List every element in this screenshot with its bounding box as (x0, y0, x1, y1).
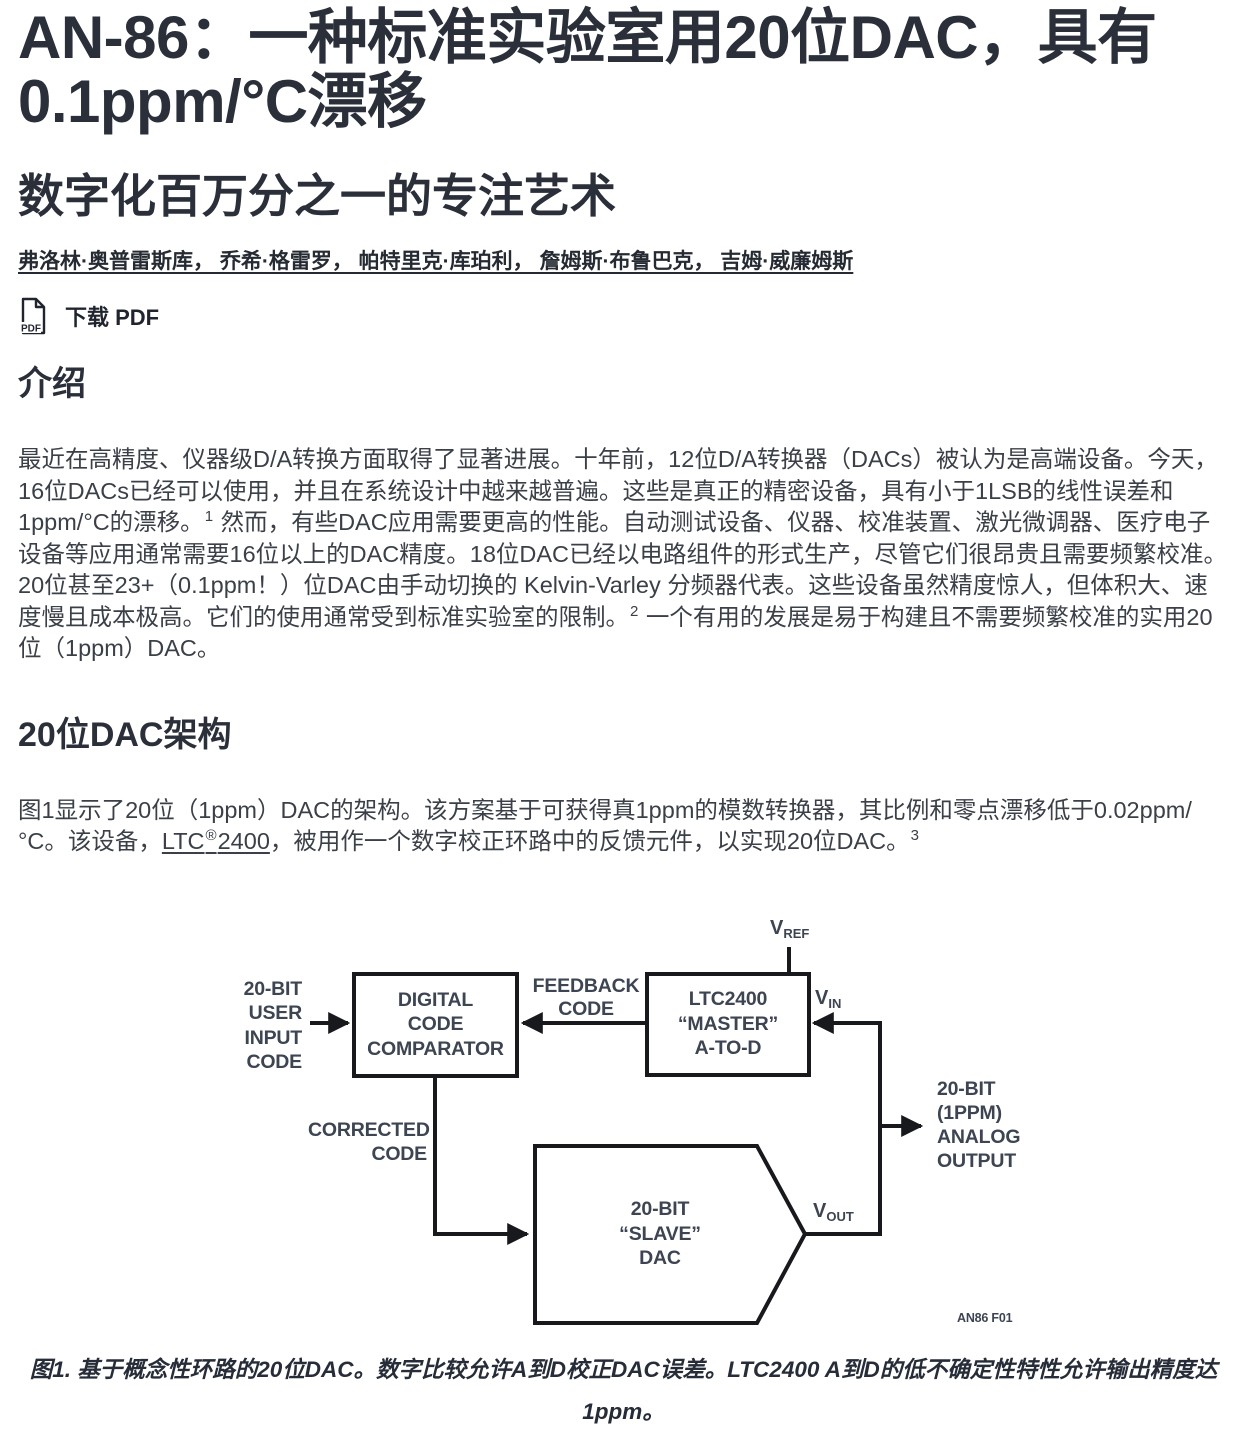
page-title: AN-86：一种标准实验室用20位DAC，具有0.1ppm/°C漂移 (18, 4, 1157, 135)
block-diagram-lines (310, 946, 924, 1325)
slave-dac-shape (533, 1143, 808, 1325)
article: AN-86：一种标准实验室用20位DAC，具有0.1ppm/°C漂移 数字化百万… (0, 6, 1247, 1433)
vout-to-vin-wire (805, 1011, 882, 1236)
user-input-code-label: 20-BIT USER INPUT CODE (243, 977, 303, 1074)
authors-links[interactable]: 弗洛林·奥普雷斯库， 乔希·格雷罗， 帕特里克·库珀利， 詹姆斯·布鲁巴克， 吉… (18, 250, 854, 273)
master-adc-box-label: LTC2400 “MASTER” A-TO-D (677, 988, 779, 1060)
comparator-box (352, 971, 519, 1078)
page-subtitle: 数字化百万分之一的专注艺术 (18, 170, 616, 222)
vin-label: VIN (815, 986, 842, 1011)
vref-label: VREF (770, 916, 810, 941)
download-pdf-button[interactable]: PDF 下载 PDF (18, 296, 159, 336)
download-pdf-label: 下载 PDF (65, 305, 160, 330)
svg-text:PDF: PDF (21, 324, 41, 335)
vout-label: VOUT (813, 1199, 854, 1224)
intro-paragraph: 最近在高精度、仪器级D/A转换方面取得了显著进展。十年前，12位D/A转换器（D… (18, 446, 1228, 661)
analog-output-label: 20-BIT (1PPM) ANALOG OUTPUT (937, 1077, 1021, 1173)
block-diagram: DIGITAL CODE COMPARATOR LTC2400 “MASTER”… (18, 911, 1229, 1331)
master-adc-box (645, 971, 811, 1077)
figure-caption: 图1. 基于概念性环路的20位DAC。数字比较允许A到D校正DAC误差。LTC2… (29, 1356, 1218, 1424)
section-heading-architecture: 20位DAC架构 (18, 715, 232, 754)
comparator-box-label: DIGITAL CODE COMPARATOR (367, 988, 504, 1060)
architecture-paragraph: 图1显示了20位（1ppm）DAC的架构。该方案基于可获得真1ppm的模数转换器… (18, 796, 1192, 855)
slave-dac-label: 20-BIT “SLAVE” DAC (619, 1198, 701, 1270)
ltc2400-link[interactable]: LTC®2400 (161, 827, 270, 854)
corrected-code-wire (433, 1075, 530, 1245)
feedback-code-label: FEEDBACK CODE (532, 974, 640, 1021)
figure-1: DIGITAL CODE COMPARATOR LTC2400 “MASTER”… (18, 911, 1229, 1433)
figure-id-label: AN86 F01 (957, 1310, 1013, 1325)
section-heading-intro: 介绍 (18, 365, 86, 403)
pdf-document-icon: PDF (18, 297, 49, 335)
corrected-code-label: CORRECTED CODE (308, 1118, 430, 1165)
